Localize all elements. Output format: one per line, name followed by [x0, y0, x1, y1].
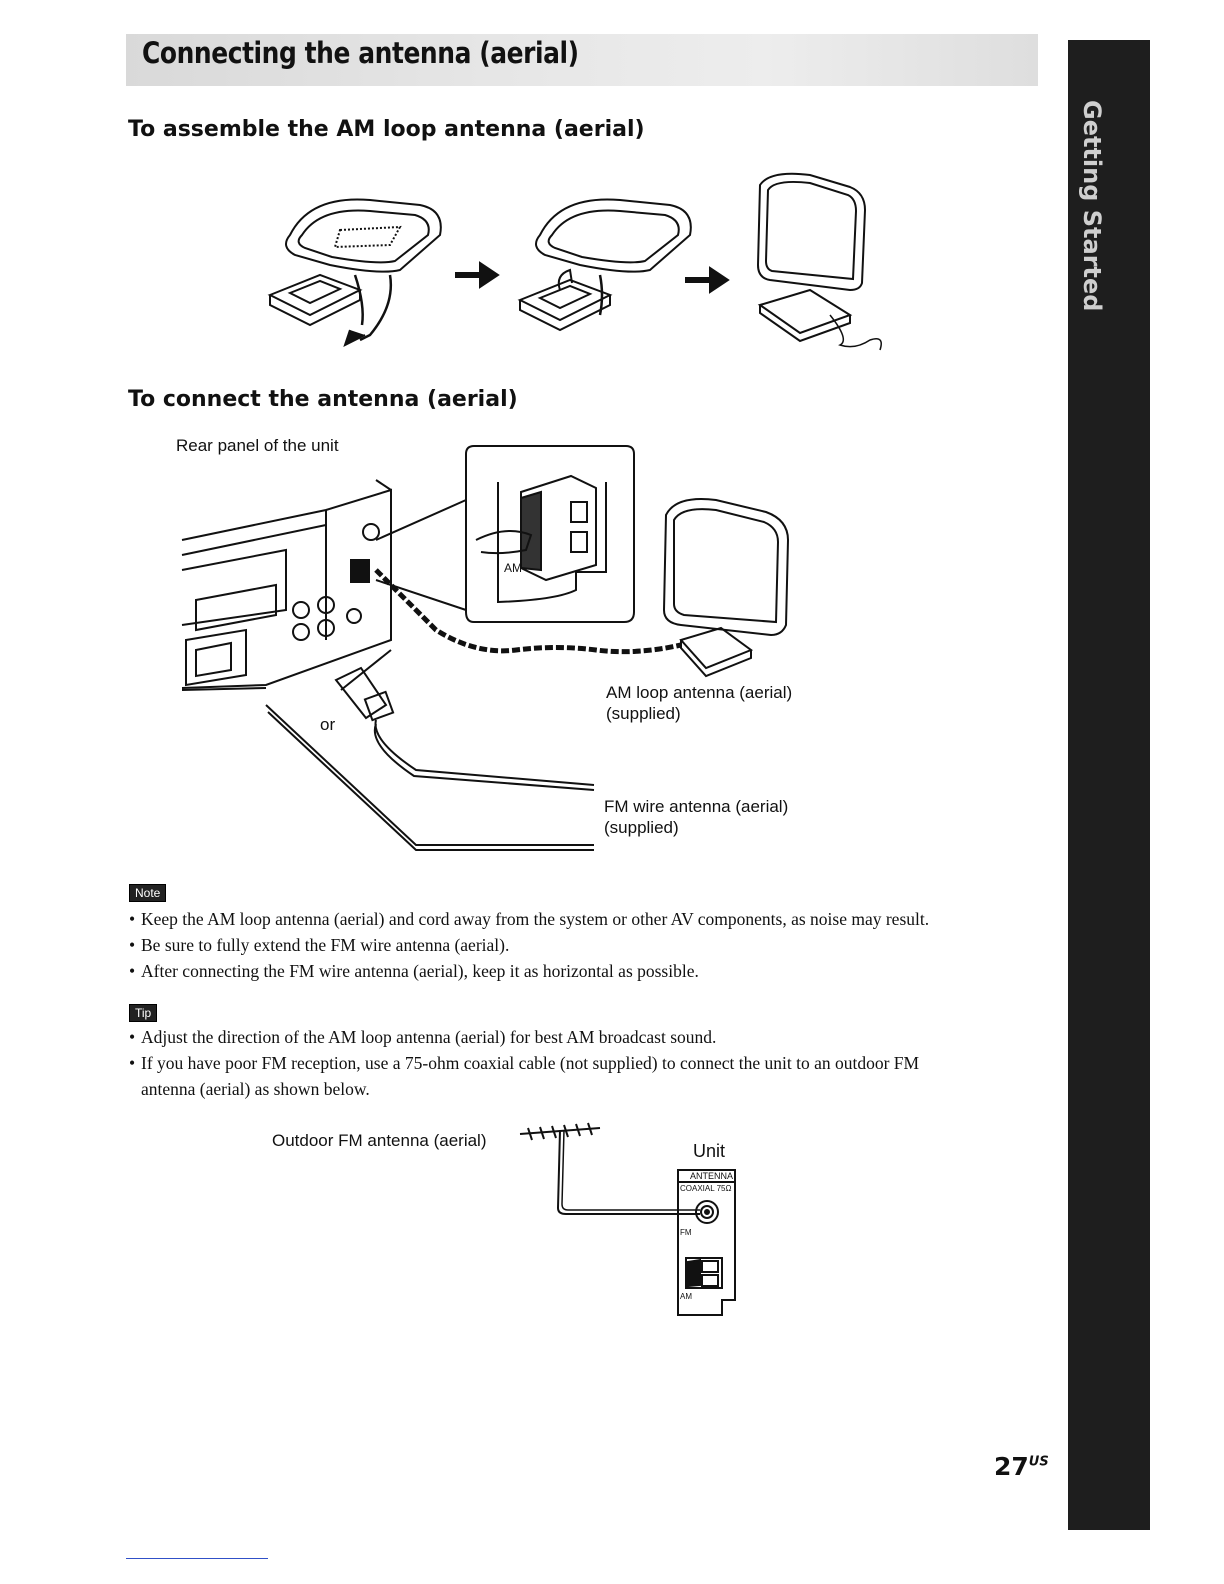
- panel-am-label: AM: [680, 1292, 692, 1301]
- fm-wire-label: FM wire antenna (aerial): [604, 797, 789, 816]
- unit-label: Unit: [693, 1141, 726, 1161]
- am-loop-supplied: (supplied): [606, 704, 681, 723]
- side-tab: [1068, 40, 1150, 1530]
- assembly-step-2: [517, 198, 692, 332]
- or-label: or: [320, 715, 336, 734]
- antenna-connection-illustration: [181, 445, 790, 851]
- am-loop-label: AM loop antenna (aerial): [606, 683, 793, 702]
- page-number: 27US: [994, 1452, 1049, 1481]
- am-loop-assembly-illustration: [267, 172, 882, 351]
- tip-badge: Tip: [129, 1004, 158, 1022]
- note-item: After connecting the FM wire antenna (ae…: [129, 958, 1049, 984]
- am-loop-cord: [374, 568, 682, 655]
- unit-antenna-panel: [677, 1169, 736, 1316]
- outdoor-antenna-label: Outdoor FM antenna (aerial): [272, 1131, 487, 1150]
- section-title: Connecting the antenna (aerial): [142, 36, 579, 70]
- assemble-heading: To assemble the AM loop antenna (aerial): [128, 117, 645, 142]
- section-banner: [126, 34, 1038, 86]
- side-tab-label: Getting Started: [1078, 100, 1106, 312]
- assembly-step-3: [756, 172, 882, 351]
- fm-wire-supplied: (supplied): [604, 818, 679, 837]
- am-terminal-label: AM: [504, 561, 522, 575]
- outdoor-antenna-icon: [519, 1122, 700, 1215]
- fm-wire-antenna: [265, 649, 595, 851]
- tip-item: If you have poor FM reception, use a 75-…: [129, 1050, 1049, 1076]
- tip-item-continuation: antenna (aerial) as shown below.: [141, 1079, 370, 1099]
- am-terminal-closeup: [375, 445, 635, 623]
- unit-rear-panel: [181, 479, 392, 691]
- note-item: Be sure to fully extend the FM wire ante…: [129, 932, 1049, 958]
- am-loop-antenna: [662, 498, 790, 678]
- outdoor-antenna-diagram: [519, 1122, 736, 1316]
- note-list: Keep the AM loop antenna (aerial) and co…: [129, 906, 1049, 984]
- note-item: Keep the AM loop antenna (aerial) and co…: [129, 906, 1049, 932]
- assembly-step-1: [267, 198, 442, 347]
- panel-coax-label: COAXIAL 75Ω: [680, 1184, 732, 1193]
- connect-heading: To connect the antenna (aerial): [128, 387, 518, 412]
- panel-fm-label: FM: [680, 1228, 692, 1237]
- panel-title: ANTENNA: [690, 1171, 734, 1181]
- footer-rule: [126, 1558, 268, 1559]
- tip-list: Adjust the direction of the AM loop ante…: [129, 1024, 1049, 1076]
- note-badge: Note: [129, 884, 167, 902]
- rear-panel-label: Rear panel of the unit: [176, 436, 339, 455]
- tip-item: Adjust the direction of the AM loop ante…: [129, 1024, 1049, 1050]
